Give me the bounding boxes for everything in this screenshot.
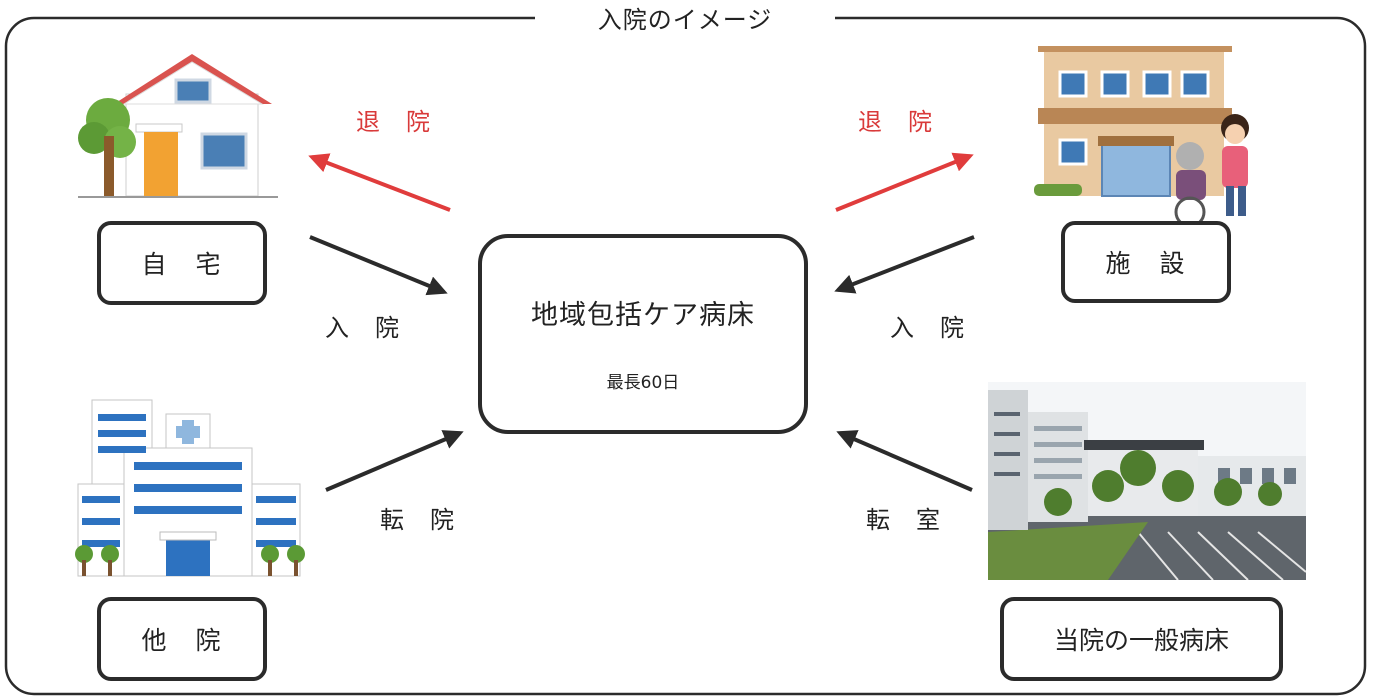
hospital-building-photo [988, 382, 1306, 580]
node-facility: 施 設 [1061, 221, 1231, 303]
discharge-arrow-facility [835, 152, 974, 212]
discharge-arrow-home [308, 153, 451, 212]
label-transfer-hospital: 転 院 [380, 506, 455, 534]
center-title: 地域包括ケア病床 [531, 300, 755, 331]
label-discharge-home: 退 院 [356, 108, 431, 136]
center-node: 地域包括ケア病床 最長60日 [478, 234, 808, 434]
admit-arrow-facility [834, 235, 975, 294]
label-discharge-facility: 退 院 [858, 108, 933, 136]
house-icon [78, 54, 278, 198]
center-subtitle: 最長60日 [606, 373, 680, 393]
transfer-arrow-other-hospital [325, 430, 464, 492]
label-admit-home: 入 院 [325, 314, 400, 342]
node-general-ward: 当院の一般病床 [1000, 597, 1283, 681]
label-transfer-room: 転 室 [866, 506, 941, 534]
facility-icon [1034, 46, 1249, 224]
node-home: 自 宅 [97, 221, 267, 305]
transfer-arrow-general-ward [836, 430, 973, 492]
label-admit-facility: 入 院 [890, 314, 965, 342]
node-other-hospital: 他 院 [97, 597, 267, 681]
admit-arrow-home [309, 235, 448, 296]
page-title: 入院のイメージ [535, 0, 835, 40]
hospital-icon [75, 399, 305, 577]
